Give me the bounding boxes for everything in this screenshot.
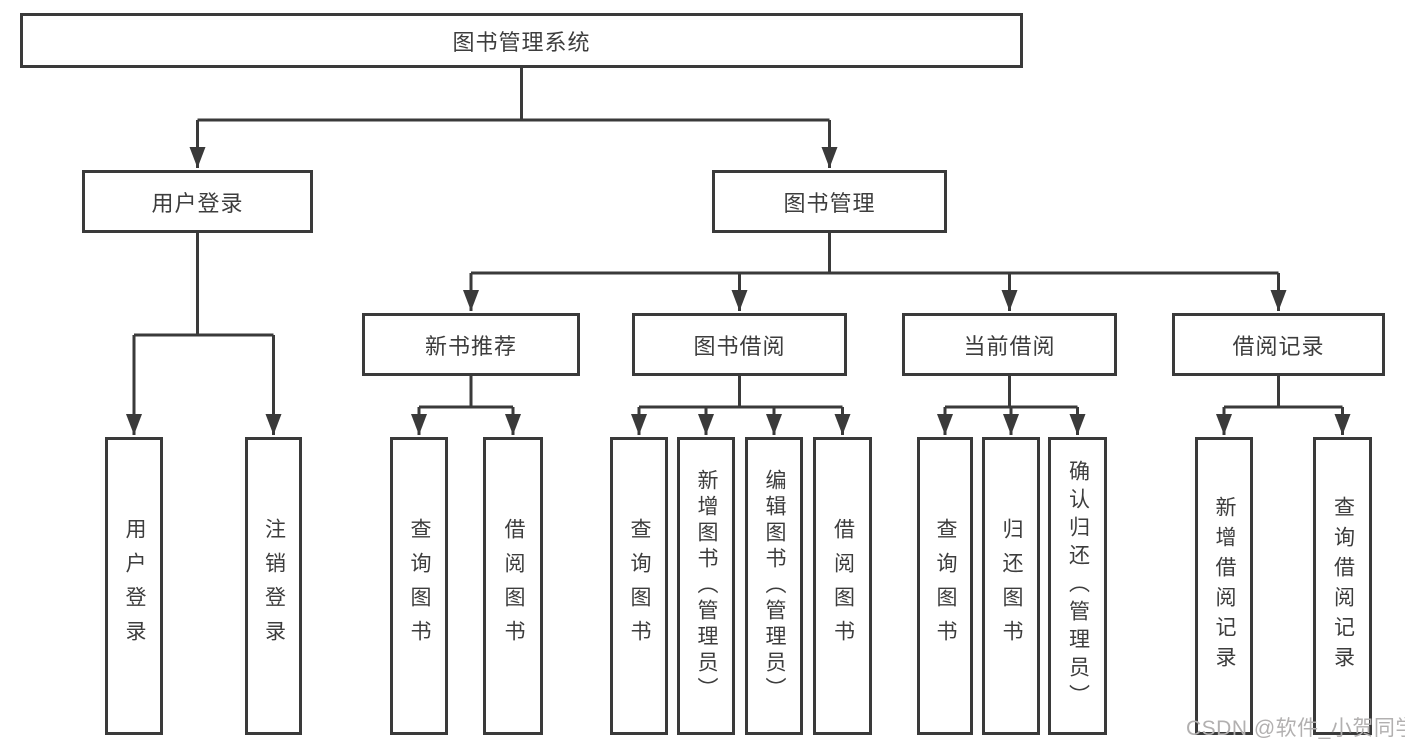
node-query-borrow-record: 查询借阅记录 [1313, 437, 1372, 735]
node-new-book-recommendation: 新书推荐 [362, 313, 580, 376]
node-query-books-borrow: 查询图书 [610, 437, 668, 735]
node-query-books-recommend: 查询图书 [390, 437, 448, 735]
node-borrow-books-recommend: 借阅图书 [483, 437, 543, 735]
node-add-borrow-record: 新增借阅记录 [1195, 437, 1253, 735]
watermark: CSDN @软件_小贺同学 [1186, 717, 1405, 740]
node-confirm-return-admin: 确认归还（管理员） [1048, 437, 1107, 735]
node-borrow-records: 借阅记录 [1172, 313, 1385, 376]
node-book-borrowing: 图书借阅 [632, 313, 847, 376]
node-current-borrowing: 当前借阅 [902, 313, 1117, 376]
node-user-login-leaf: 用户登录 [105, 437, 163, 735]
node-add-book-admin: 新增图书（管理员） [677, 437, 735, 735]
node-query-books-current: 查询图书 [917, 437, 973, 735]
node-return-book: 归还图书 [982, 437, 1040, 735]
node-logout-leaf: 注销登录 [245, 437, 302, 735]
node-user-login: 用户登录 [82, 170, 313, 233]
node-edit-book-admin: 编辑图书（管理员） [745, 437, 803, 735]
node-library-system: 图书管理系统 [20, 13, 1023, 68]
node-book-management: 图书管理 [712, 170, 947, 233]
node-borrow-books: 借阅图书 [813, 437, 872, 735]
